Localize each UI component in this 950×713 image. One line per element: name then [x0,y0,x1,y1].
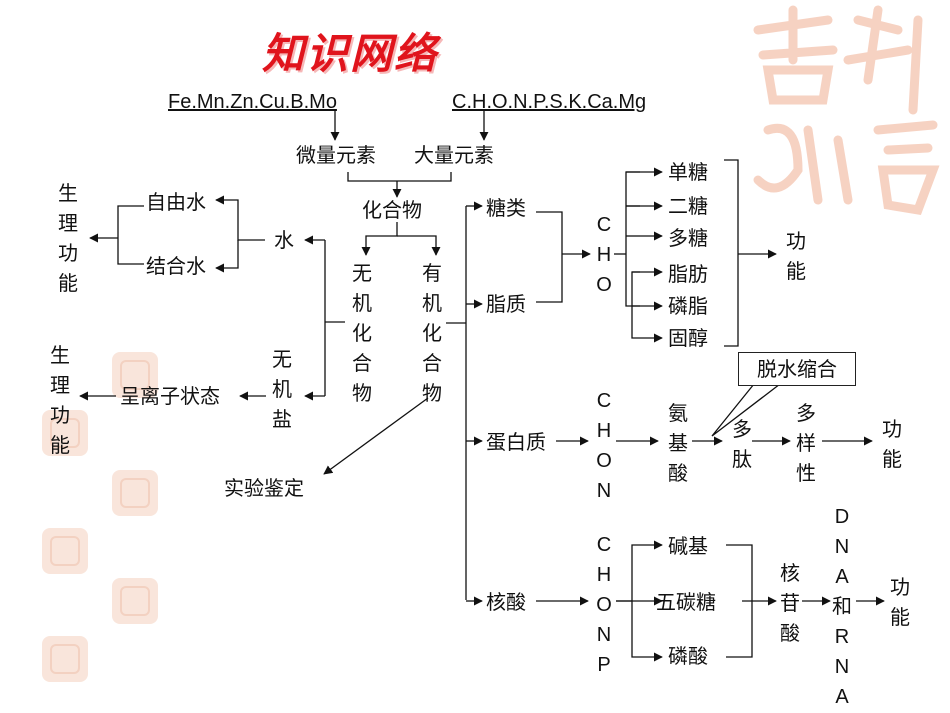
amino-acid-node: 氨基酸 [668,401,688,485]
water-node: 水 [274,228,294,252]
micro-elements-list: Fe.Mn.Zn.Cu.B.Mo [168,91,337,113]
peptide-node: 多肽 [732,417,752,471]
macro-elements-list: C.H.O.N.P.S.K.Ca.Mg [452,91,647,113]
cho-composition: CHO [596,214,612,296]
monosaccharide-node: 单糖 [668,160,708,184]
bound-water-node: 结合水 [146,254,206,278]
seal-decoration [112,470,158,516]
dna-rna-node: DNA和RNA [832,506,852,708]
base-node: 碱基 [668,534,708,558]
nucleotide-node: 核苷酸 [780,561,800,645]
function-node: 功能 [882,417,902,471]
chonp-composition: CHONP [596,534,612,676]
micro-elements-label: 微量元素 [296,143,376,167]
seal-decoration [112,352,158,398]
watermark-seal-icon [753,5,940,216]
disaccharide-node: 二糖 [668,194,708,218]
free-water-node: 自由水 [146,190,206,214]
pentose-node: 五碳糖 [656,590,716,614]
page-title: 知识网络 [262,29,439,78]
seal-decoration [112,578,158,624]
seal-decoration [42,636,88,682]
macro-elements-label: 大量元素 [414,143,494,167]
seal-decoration [42,528,88,574]
chon-composition: CHON [596,390,612,502]
bio-function-node: 生理功能 [58,181,78,295]
experiment-node: 实验鉴定 [224,476,304,500]
ion-state-node: 呈离子状态 [120,384,220,408]
protein-node: 蛋白质 [486,430,546,454]
sugar-node: 糖类 [486,196,526,220]
inorganic-salt-node: 无机盐 [272,347,292,431]
sterol-node: 固醇 [668,326,708,350]
seal-decoration [42,410,88,456]
lipid-node: 脂质 [486,292,526,316]
phosphate-node: 磷酸 [668,644,708,668]
phospholipid-node: 磷脂 [668,294,708,318]
nucleic-acid-node: 核酸 [486,590,526,614]
function-node: 功能 [890,575,910,629]
fat-node: 脂肪 [668,262,708,286]
dehydration-callout: 脱水缩合 [738,352,856,386]
bio-function-node: 生理功能 [50,343,70,457]
polysaccharide-node: 多糖 [668,226,708,250]
organic-compound-node: 有机化合物 [422,261,442,405]
compound-node: 化合物 [362,198,422,222]
diversity-node: 多样性 [796,401,816,485]
function-node: 功能 [786,229,806,283]
inorganic-compound-node: 无机化合物 [352,261,372,405]
